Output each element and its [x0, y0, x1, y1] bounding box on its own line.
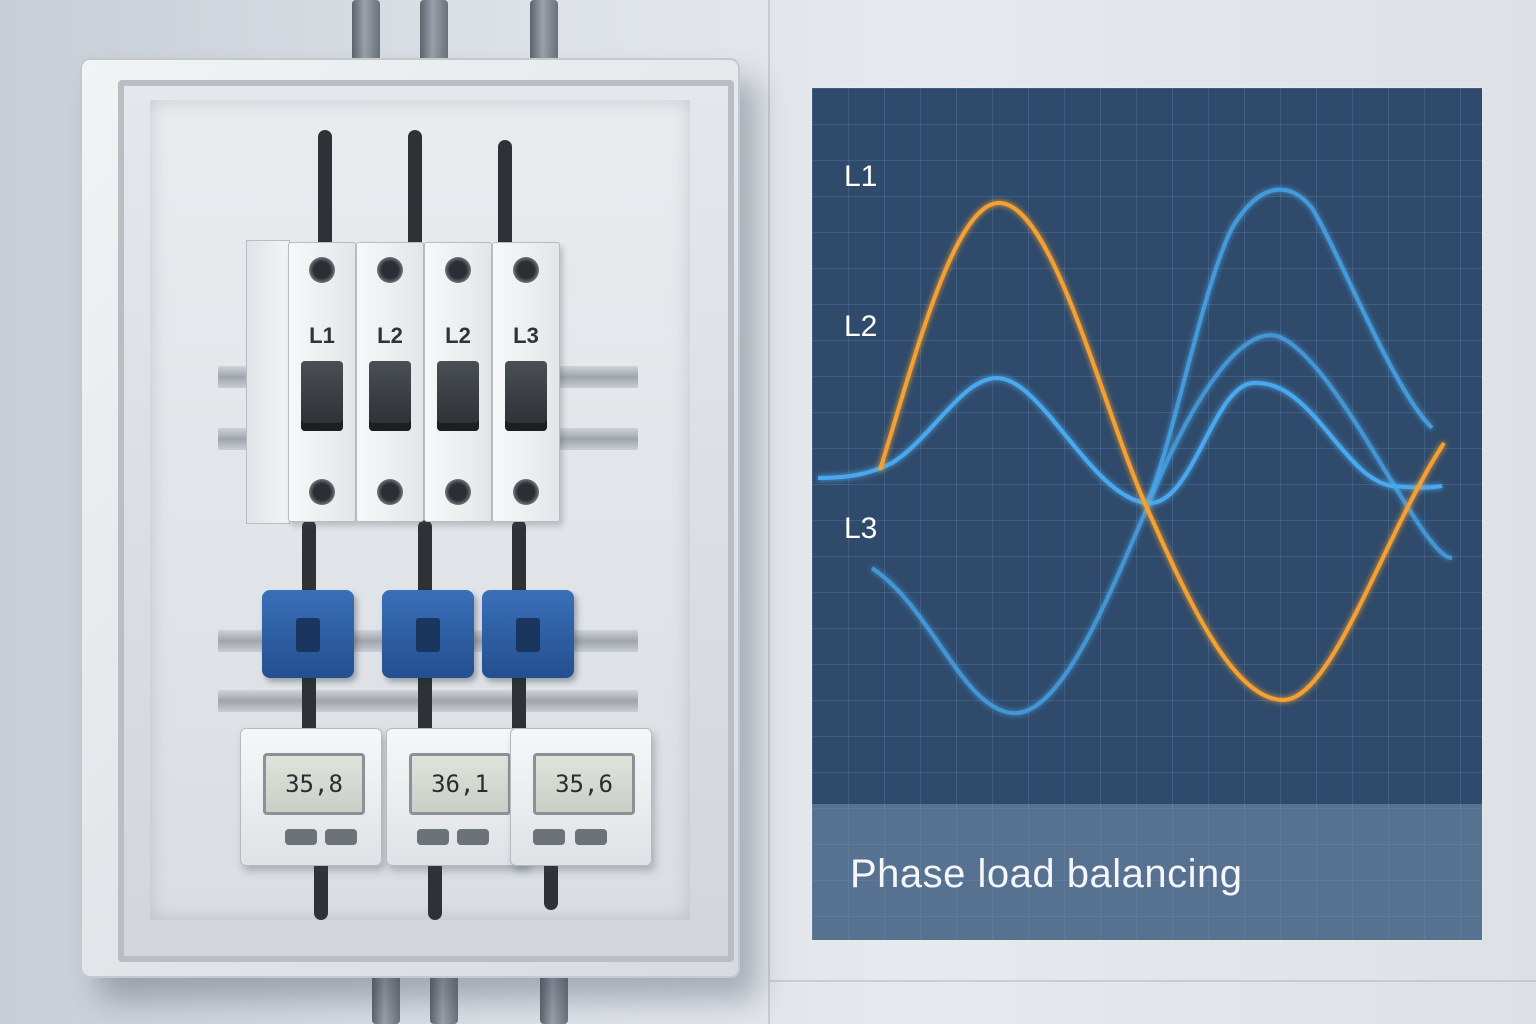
wire-down-3: [544, 860, 558, 910]
current-transformer-1: [262, 590, 354, 678]
breaker-label: L2: [377, 323, 403, 348]
meter-display: 35,6: [533, 753, 635, 815]
terminal-screw-icon: [377, 479, 403, 505]
phase-label-l3: L3: [844, 512, 878, 545]
waveform-line-l2-secondary: [1145, 187, 1434, 504]
circuit-breaker-1: L1: [288, 242, 356, 522]
current-transformer-3: [482, 590, 574, 678]
chart-caption: Phase load balancing: [850, 852, 1243, 896]
wire-in-3: [498, 140, 512, 250]
terminal-screw-icon: [513, 479, 539, 505]
terminal-screw-icon: [445, 479, 471, 505]
terminal-screw-icon: [309, 257, 335, 283]
wire-in-2: [408, 130, 422, 250]
wall-seam-vertical: [768, 0, 770, 1024]
wire-in-1: [318, 130, 332, 250]
waveform-line-l2: [817, 375, 1443, 506]
meter-button[interactable]: [417, 829, 449, 845]
meter-button[interactable]: [285, 829, 317, 845]
waveform-line-l3: [870, 333, 1453, 716]
conduit-top-3: [530, 0, 558, 62]
breaker-toggle[interactable]: [369, 361, 411, 431]
terminal-screw-icon: [445, 257, 471, 283]
breaker-label: L1: [309, 323, 335, 348]
circuit-breaker-4: L3: [492, 242, 560, 522]
ct-window: [416, 618, 440, 652]
wire-down-2: [428, 860, 442, 920]
circuit-breaker-2: L2: [356, 242, 424, 522]
breaker-toggle[interactable]: [301, 361, 343, 431]
energy-meter-2: 36,1: [386, 728, 528, 866]
ct-window: [516, 618, 540, 652]
energy-meter-1: 35,8: [240, 728, 382, 866]
meter-button[interactable]: [575, 829, 607, 845]
phase-label-l2: L2: [844, 310, 878, 343]
breaker-housing: [246, 240, 290, 524]
breaker-label: L3: [513, 323, 539, 348]
waveform-plot: [817, 187, 1453, 716]
conduit-bottom-1: [372, 972, 400, 1024]
breaker-toggle[interactable]: [437, 361, 479, 431]
conduit-top-1: [352, 0, 380, 62]
meter-button[interactable]: [457, 829, 489, 845]
terminal-screw-icon: [309, 479, 335, 505]
breaker-toggle[interactable]: [505, 361, 547, 431]
terminal-screw-icon: [513, 257, 539, 283]
energy-meter-3: 35,6: [510, 728, 652, 866]
meter-display: 36,1: [409, 753, 511, 815]
ct-window: [296, 618, 320, 652]
breaker-label: L2: [445, 323, 471, 348]
meter-button[interactable]: [533, 829, 565, 845]
conduit-top-2: [420, 0, 448, 62]
waveform-line-l1: [878, 200, 1446, 703]
wire-down-1: [314, 860, 328, 920]
meter-button[interactable]: [325, 829, 357, 845]
wall-seam-horizontal: [770, 980, 1536, 982]
terminal-screw-icon: [377, 257, 403, 283]
phase-label-l1: L1: [844, 160, 878, 193]
phase-waveform-panel: L1 L2 L3 Phase load balancing: [812, 88, 1482, 940]
meter-display: 35,8: [263, 753, 365, 815]
conduit-bottom-2: [430, 972, 458, 1024]
caption-band: Phase load balancing: [812, 804, 1482, 940]
current-transformer-2: [382, 590, 474, 678]
circuit-breaker-3: L2: [424, 242, 492, 522]
conduit-bottom-3: [540, 972, 568, 1024]
